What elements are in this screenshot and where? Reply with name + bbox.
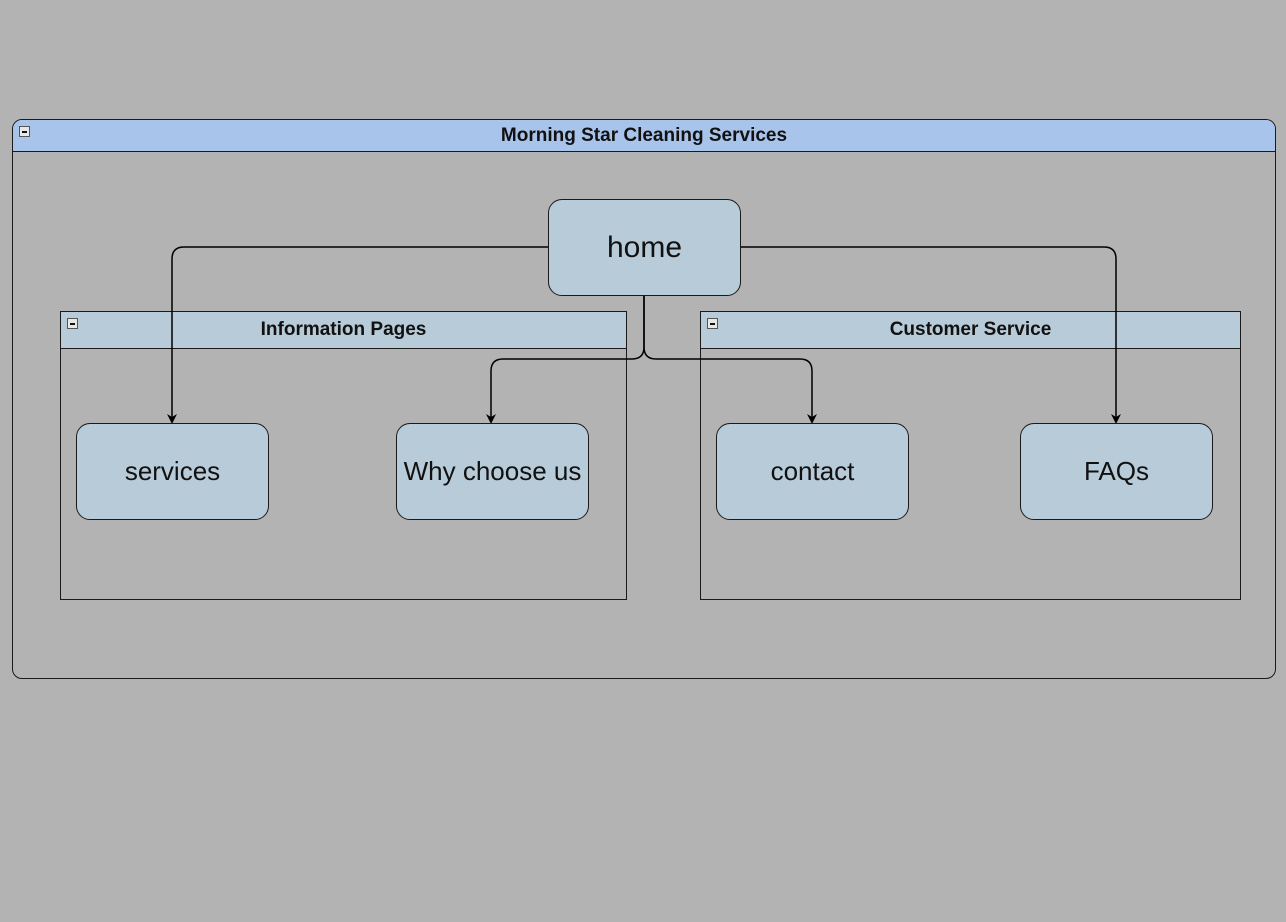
group-title-customer-service: Customer Service [889,319,1052,340]
diagram-title: Morning Star Cleaning Services [500,124,788,146]
node-contact[interactable]: contact [716,423,909,520]
node-faqs[interactable]: FAQs [1020,423,1213,520]
collapse-icon[interactable] [707,318,718,329]
diagram-header: Morning Star Cleaning Services [13,120,1275,152]
collapse-icon[interactable] [19,126,30,137]
node-home[interactable]: home [548,199,741,296]
group-header-information-pages: Information Pages [61,312,626,349]
collapse-icon[interactable] [67,318,78,329]
group-header-customer-service: Customer Service [701,312,1240,349]
node-services[interactable]: services [76,423,269,520]
node-why-choose-us[interactable]: Why choose us [396,423,589,520]
group-title-information-pages: Information Pages [260,319,427,340]
diagram-container: Morning Star Cleaning Services [12,119,1276,679]
